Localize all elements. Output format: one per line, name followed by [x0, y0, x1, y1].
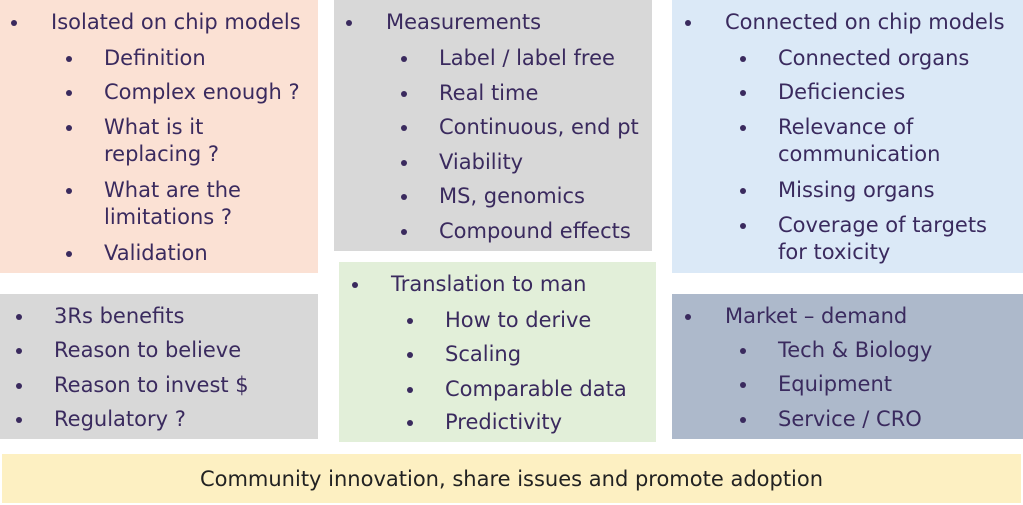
isolated-models-box: Isolated on chip models Definition Compl… — [0, 0, 318, 273]
item-text: Complex enough ? — [104, 80, 300, 104]
bullet-icon — [740, 56, 746, 62]
item-text: Relevance of communication — [778, 115, 941, 166]
bullet-icon — [346, 20, 352, 26]
bullet-icon — [740, 90, 746, 96]
item-text: Deficiencies — [778, 80, 906, 104]
bullet-icon — [740, 125, 746, 131]
measurements-box: Measurements Label / label free Real tim… — [334, 0, 652, 251]
benefits-box: 3Rs benefits Reason to believe Reason to… — [0, 294, 318, 439]
isolated-title: Isolated on chip models — [51, 10, 301, 34]
translation-box: Translation to man How to derive Scaling… — [339, 262, 656, 442]
bullet-icon — [740, 223, 746, 229]
bullet-icon — [740, 188, 746, 194]
item-text: Compound effects — [439, 219, 631, 243]
item-text: Service / CRO — [778, 407, 922, 431]
item-text: Real time — [439, 81, 539, 105]
bullet-icon — [407, 387, 413, 393]
item-text: Continuous, end pt — [439, 115, 639, 139]
item-text: Reason to invest $ — [54, 373, 249, 397]
item-text: Validation — [104, 241, 208, 265]
footer-text: Community innovation, share issues and p… — [199, 467, 824, 491]
bullet-icon — [66, 90, 72, 96]
item-text: What is it replacing ? — [104, 115, 219, 166]
bullet-icon — [407, 420, 413, 426]
connected-models-box: Connected on chip models Connected organ… — [672, 0, 1023, 273]
item-text: Comparable data — [445, 377, 627, 401]
bullet-icon — [401, 125, 407, 131]
item-text: Tech & Biology — [778, 338, 933, 362]
bullet-icon — [740, 348, 746, 354]
item-text: What are the limitations ? — [104, 178, 241, 229]
bullet-icon — [16, 383, 22, 389]
bullet-icon — [740, 382, 746, 388]
bullet-icon — [401, 229, 407, 235]
item-text: Label / label free — [439, 46, 615, 70]
item-text: How to derive — [445, 308, 592, 332]
item-text: Coverage of targets for toxicity — [778, 213, 987, 264]
footer-banner: Community innovation, share issues and p… — [2, 454, 1021, 503]
bullet-icon — [407, 318, 413, 324]
translation-title: Translation to man — [391, 272, 587, 296]
item-text: 3Rs benefits — [54, 304, 185, 328]
bullet-icon — [401, 194, 407, 200]
bullet-icon — [740, 417, 746, 423]
bullet-icon — [16, 348, 22, 354]
bullet-icon — [401, 56, 407, 62]
item-text: Predictivity — [445, 410, 563, 434]
bullet-icon — [407, 352, 413, 358]
bullet-icon — [16, 314, 22, 320]
market-title: Market – demand — [725, 304, 908, 328]
bullet-icon — [685, 20, 691, 26]
bullet-icon — [66, 251, 72, 257]
bullet-icon — [16, 417, 22, 423]
connected-title: Connected on chip models — [725, 10, 1005, 34]
item-text: Regulatory ? — [54, 407, 186, 431]
market-box: Market – demand Tech & Biology Equipment… — [672, 294, 1023, 439]
item-text: Viability — [439, 150, 524, 174]
item-text: Missing organs — [778, 178, 935, 202]
item-text: Reason to believe — [54, 338, 242, 362]
bullet-icon — [401, 91, 407, 97]
bullet-icon — [352, 282, 358, 288]
item-text: MS, genomics — [439, 184, 585, 208]
measurements-title: Measurements — [386, 10, 542, 34]
bullet-icon — [66, 125, 72, 131]
bullet-icon — [66, 188, 72, 194]
bullet-icon — [66, 56, 72, 62]
item-text: Scaling — [445, 342, 522, 366]
bullet-icon — [11, 20, 17, 26]
bullet-icon — [401, 160, 407, 166]
item-text: Definition — [104, 46, 206, 70]
bullet-icon — [685, 314, 691, 320]
item-text: Connected organs — [778, 46, 970, 70]
item-text: Equipment — [778, 372, 892, 396]
